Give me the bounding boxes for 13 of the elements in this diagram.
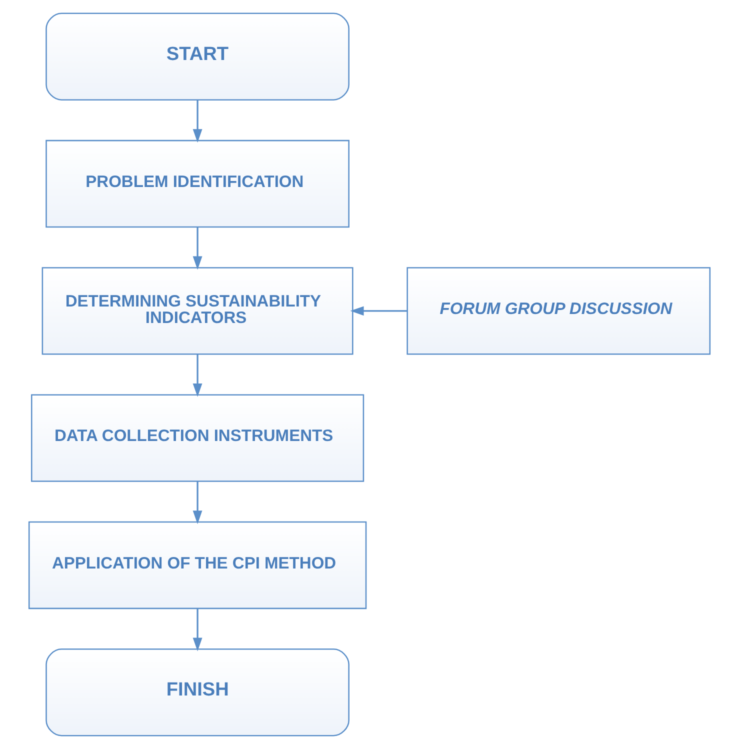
node-box: PROBLEM IDENTIFICATION: [46, 140, 350, 228]
node-box: FORUM GROUP DISCUSSION: [406, 267, 711, 355]
arrow: [192, 227, 202, 270]
node-box: APPLICATION OF THE CPI METHOD: [28, 521, 367, 610]
arrow: [192, 100, 202, 143]
arrow: [192, 608, 202, 652]
arrow: [192, 354, 202, 397]
node-box: DATA COLLECTION INSTRUMENTS: [31, 394, 364, 482]
node-box: DETERMINING SUSTAINABILITY INDICATORS: [42, 267, 354, 355]
arrow: [192, 481, 202, 524]
node-box: START: [46, 12, 350, 101]
arrow: [350, 306, 408, 316]
node-box: FINISH: [46, 648, 350, 736]
